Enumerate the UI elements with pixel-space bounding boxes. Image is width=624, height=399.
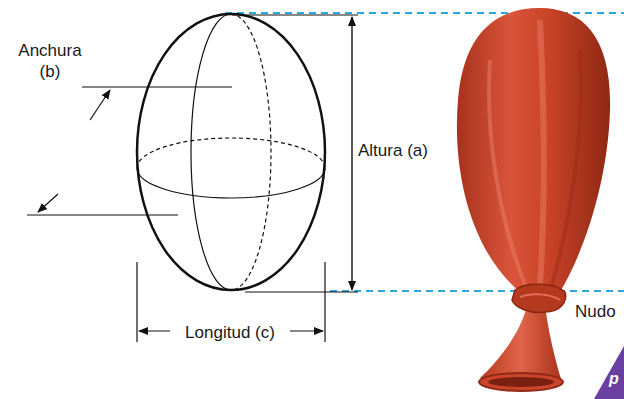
watermark: p: [609, 368, 619, 389]
dimension-label: Anchura (b): [10, 40, 90, 82]
dimension-label: Longitud (c): [170, 322, 290, 343]
dimension-label: Altura (a): [355, 140, 431, 161]
part-label: Nudo: [575, 301, 616, 322]
